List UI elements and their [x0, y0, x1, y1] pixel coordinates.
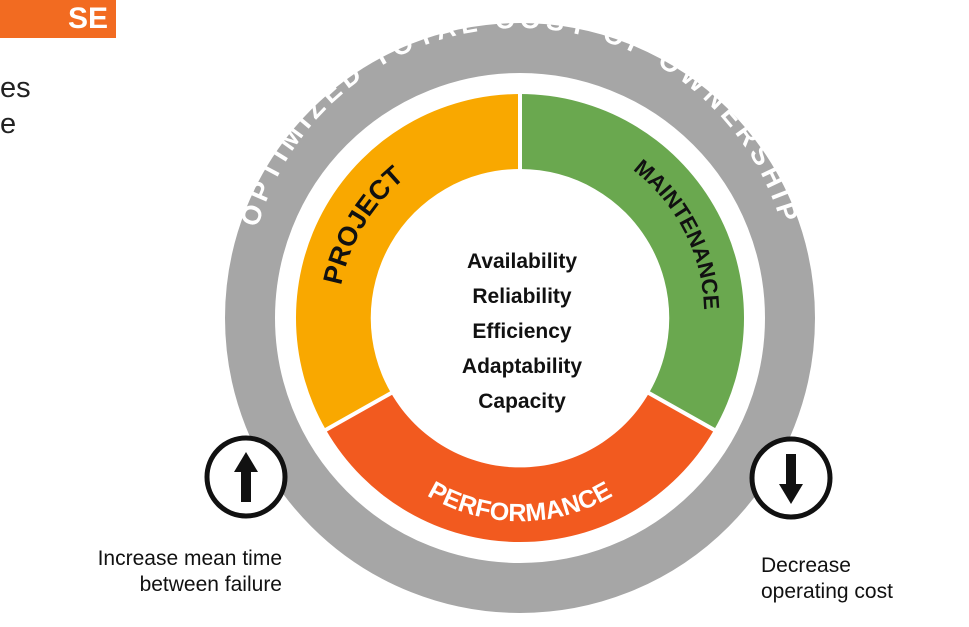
- maintenance-segment: [520, 94, 745, 430]
- caption-left-line-1: Increase mean time: [97, 547, 282, 570]
- divider-right: [646, 390, 719, 434]
- outer-ring: [225, 23, 815, 613]
- side-text-line-1: es: [0, 72, 31, 104]
- center-item-reliability: Reliability: [472, 285, 572, 308]
- arrow-up-icon: [204, 435, 288, 519]
- center-list: Availability Reliability Efficiency Adap…: [462, 250, 582, 413]
- caption-right-line-2: operating cost: [761, 580, 893, 603]
- header-tag: SE: [0, 0, 116, 38]
- center-circle: [373, 171, 667, 465]
- center-item-capacity: Capacity: [478, 390, 566, 413]
- center-item-efficiency: Efficiency: [472, 320, 572, 343]
- center-item-adaptability: Adaptability: [462, 355, 582, 378]
- caption-increase-mtbf: Increase mean time between failure: [98, 546, 282, 598]
- side-text-line-2: e: [0, 108, 17, 140]
- performance-segment: [326, 393, 714, 543]
- caption-right-line-1: Decrease: [761, 554, 851, 577]
- caption-decrease-cost: Decrease operating cost: [761, 553, 893, 605]
- project-segment: [295, 93, 520, 430]
- divider-left: [321, 390, 394, 434]
- arrow-down-icon: [749, 436, 833, 520]
- truncated-side-text: es e: [0, 70, 31, 142]
- center-item-availability: Availability: [467, 250, 577, 273]
- caption-left-line-2: between failure: [139, 573, 282, 596]
